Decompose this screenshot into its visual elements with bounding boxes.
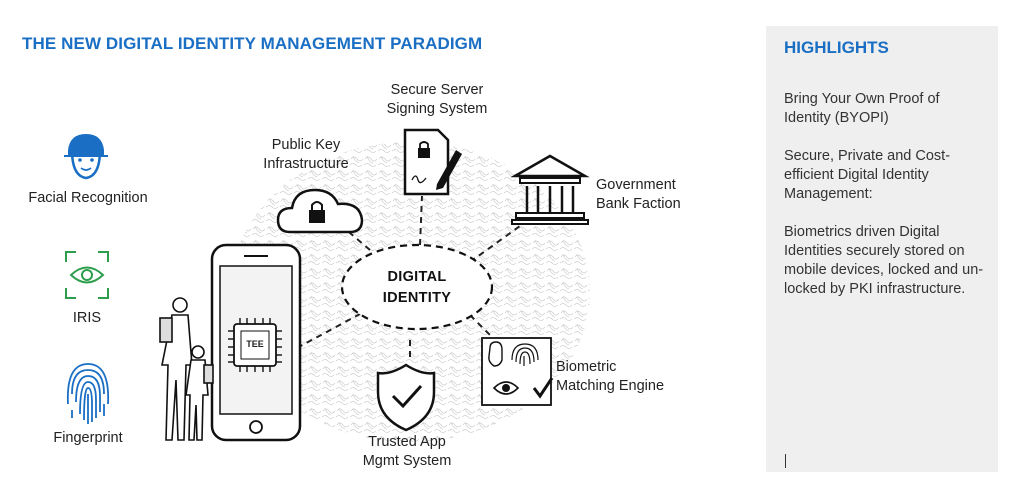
highlight-paragraph-2: Secure, Private and Cost-efficient Digit… [784,148,951,202]
pki-label-line2: Infrastructure [263,156,349,172]
shield-check-icon [376,363,436,432]
highlight-paragraph-3: Biometrics driven Digital Identities sec… [784,224,984,297]
tee-label: TEE [246,339,264,349]
bio-engine-label-line2: Matching Engine [556,378,665,394]
identity-diagram: Secure Server Signing System Public Key … [0,60,760,492]
bank-building-icon [510,154,590,225]
fingerprint-label: Fingerprint [53,430,123,446]
fingerprint-icon [66,363,110,424]
iris-scan-icon [65,251,109,299]
highlights-title: HIGHLIGHTS [784,38,889,57]
bio-engine-label-line1: Biometric [556,359,617,375]
center-line1: DIGITAL [387,269,447,285]
pki-label: Public Key Infrastructure [263,136,348,174]
bio-engine-label: Biometric Matching Engine [556,358,664,396]
page-title: THE NEW DIGITAL IDENTITY MANAGEMENT PARA… [22,34,483,53]
digital-identity-label: DIGITAL IDENTITY [383,267,451,309]
server-label: Secure Server Signing System [387,81,488,119]
gov-label: Government Bank Faction [596,176,681,214]
server-label-line2: Signing System [386,101,488,117]
highlights-panel: HIGHLIGHTS Bring Your Own Proof of Ident… [766,26,998,472]
cloud-lock-icon [276,188,364,234]
gov-label-line1: Government [596,177,676,193]
facial-recognition-icon [64,134,108,180]
text-cursor [785,454,786,468]
biometric-engine-icon [481,337,554,406]
highlights-body: Bring Your Own Proof of Identity (BYOPI)… [784,90,990,318]
signed-document-icon [403,128,462,196]
facial-recognition-label: Facial Recognition [28,190,148,206]
digital-identity-ellipse [340,243,494,331]
tee-chip-icon [228,318,282,372]
trusted-app-label: Trusted App Mgmt System [363,433,452,471]
pki-label-line1: Public Key [271,137,341,153]
people-sketch-icon [159,297,214,441]
diagram-graphics [64,128,590,442]
trusted-app-label-line1: Trusted App [368,434,446,450]
server-label-line1: Secure Server [390,82,484,98]
highlight-paragraph-1: Bring Your Own Proof of Identity (BYOPI) [784,91,940,126]
center-line2: IDENTITY [382,290,452,306]
gov-label-line2: Bank Faction [596,196,681,212]
iris-label: IRIS [72,310,102,326]
trusted-app-label-line2: Mgmt System [362,453,452,469]
